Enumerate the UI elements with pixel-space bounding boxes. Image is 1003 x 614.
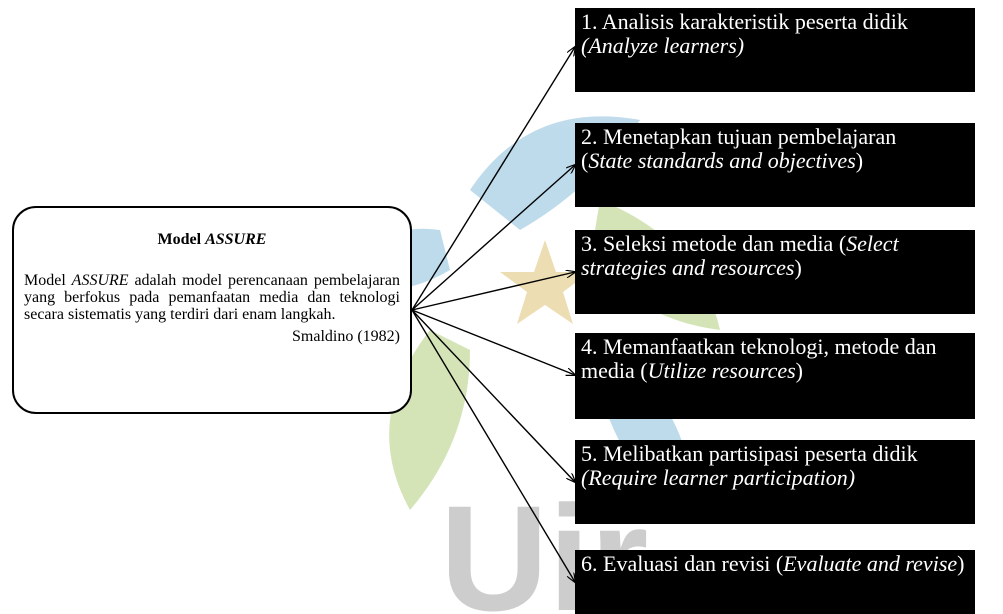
step-2-close: ): [855, 148, 864, 173]
watermark-star: [500, 240, 590, 324]
step-5-english: (Require learner participation): [581, 465, 856, 490]
step-6-english: Evaluate and revise: [783, 551, 958, 576]
step-4-box: 4. Memanfaatkan teknologi, metode dan me…: [575, 333, 975, 419]
step-4-english: Utilize resources: [647, 358, 796, 383]
step-3-label: 3. Seleksi metode dan media (: [581, 231, 847, 256]
step-2-open: (: [581, 148, 589, 173]
step-2-box: 2. Menetapkan tujuan pembelajaran (State…: [575, 123, 975, 207]
model-desc-italic: ASSURE: [71, 272, 129, 289]
step-1-english: (Analyze learners): [581, 33, 745, 58]
model-title: Model ASSURE: [24, 230, 400, 250]
step-3-english: Select strategies and resources: [581, 231, 899, 280]
model-citation: Smaldino (1982): [292, 328, 400, 345]
arrow-to-step-4: [411, 309, 575, 375]
arrow-to-step-3: [411, 272, 575, 311]
step-1-label: 1. Analisis karakteristik peserta didik: [581, 9, 908, 34]
step-4-close: ): [795, 358, 803, 383]
step-5-box: 5. Melibatkan partisipasi peserta didik …: [575, 440, 975, 524]
step-3-box: 3. Seleksi metode dan media (Select stra…: [575, 230, 975, 314]
step-6-close: ): [957, 551, 965, 576]
step-3-close: ): [794, 255, 802, 280]
arrow-to-step-6: [411, 309, 575, 582]
arrow-to-step-1: [411, 47, 575, 311]
step-5-label: 5. Melibatkan partisipasi peserta didik: [581, 441, 918, 466]
step-6-box: 6. Evaluasi dan revisi (Evaluate and rev…: [575, 550, 975, 614]
model-assure-box: Model ASSURE Model ASSURE adalah model p…: [12, 206, 412, 414]
step-2-label: 2. Menetapkan tujuan pembelajaran: [581, 124, 897, 149]
step-6-label: 6. Evaluasi dan revisi (: [581, 551, 784, 576]
step-1-box: 1. Analisis karakteristik peserta didik …: [575, 8, 975, 92]
arrow-to-step-2: [411, 165, 575, 311]
arrow-to-step-5: [411, 309, 575, 482]
model-description: Model ASSURE adalah model perencanaan pe…: [24, 272, 400, 323]
step-2-english: State standards and objectives: [588, 148, 856, 173]
model-desc-start: Model: [24, 272, 72, 289]
step-4-label: 4. Memanfaatkan teknologi, metode dan me…: [581, 334, 937, 383]
model-title-italic: ASSURE: [205, 231, 267, 248]
model-title-prefix: Model: [157, 231, 206, 248]
model-desc-rest: adalah model perencanaan pembelajaran ya…: [24, 272, 400, 323]
